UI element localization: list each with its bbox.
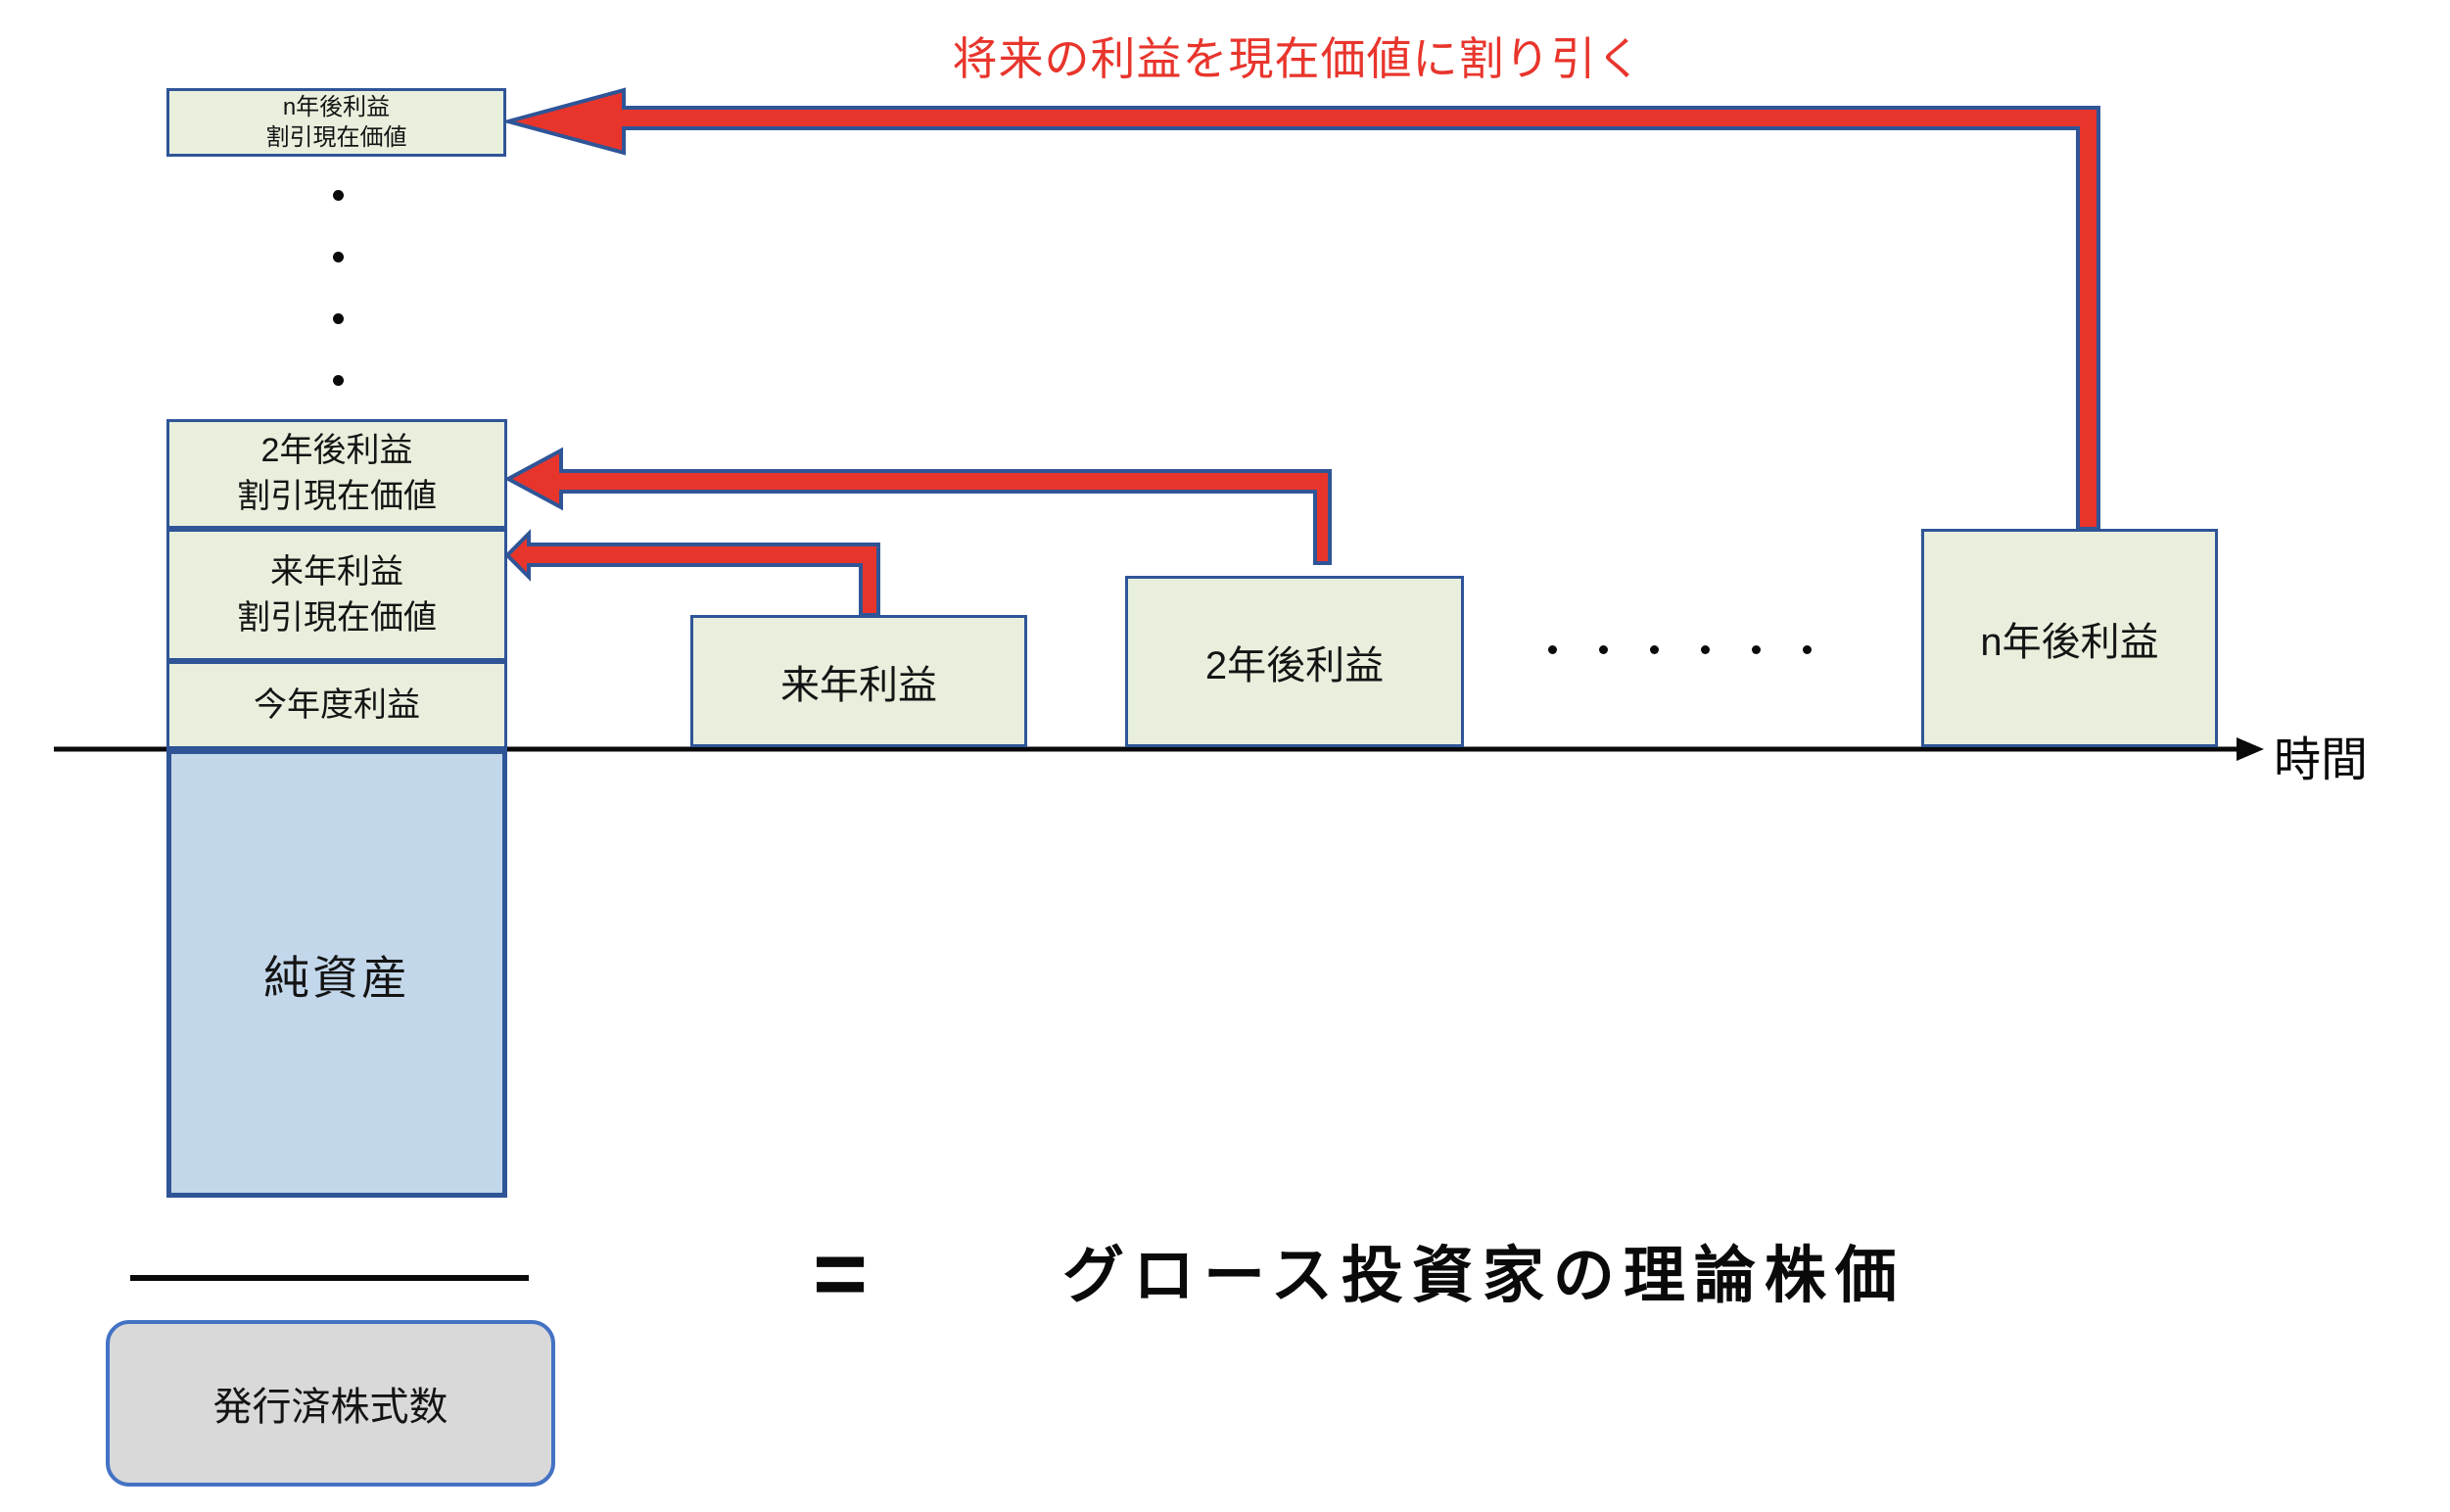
box-next-year-profit: 来年利益 [690,615,1027,747]
time-axis-label: 時間 [2274,734,2369,786]
horizontal-ellipsis-dot [1599,645,1608,654]
fraction-bar [130,1275,529,1281]
box-next-year-present-value: 来年利益 割引現在価値 [166,529,507,661]
vertical-ellipsis-dot [333,252,344,262]
horizontal-ellipsis-dot [1752,645,1761,654]
box-n-year-present-value: n年後利益 割引現在価値 [166,88,506,157]
box-current-year-profit: 今年度利益 [166,661,507,749]
discount-arrow-2year [503,447,1332,565]
discount-arrow-n-year [500,87,2100,531]
box-net-assets: 純資産 [166,749,507,1198]
horizontal-ellipsis-dot [1650,645,1659,654]
vertical-ellipsis-dot [333,375,344,386]
box-shares-outstanding: 発行済株式数 [106,1320,555,1487]
box-2year-present-value: 2年後利益 割引現在価値 [166,419,507,529]
box-n-year-profit: n年後利益 [1921,529,2218,747]
horizontal-ellipsis-dot [1701,645,1710,654]
discount-arrow-next-year [504,529,880,617]
vertical-ellipsis-dot [333,313,344,324]
horizontal-ellipsis-dot [1548,645,1557,654]
time-axis-arrowhead-icon [2237,737,2264,761]
equals-sign: = [812,1221,869,1326]
box-2year-profit: 2年後利益 [1125,576,1464,747]
discount-note-title: 将来の利益を現在価値に割り引く [952,33,1643,84]
horizontal-ellipsis-dot [1803,645,1812,654]
vertical-ellipsis-dot [333,190,344,201]
result-label: グロース投資家の理論株価 [1062,1242,1906,1310]
